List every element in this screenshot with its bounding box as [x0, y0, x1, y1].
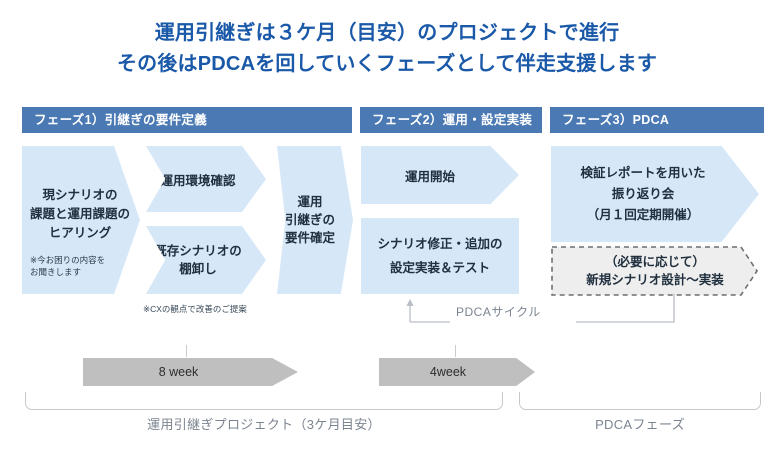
- phase3-box-new-scenario-label: （必要に応じて）新規シナリオ設計〜実装: [586, 255, 724, 287]
- phase2-box-scenario-fix-test: シナリオ修正・追加の設定実装＆テスト: [361, 218, 519, 294]
- phase1-box-env-check-label: 運用環境確認: [160, 173, 236, 188]
- page-title: 運用引継ぎは３ケ月（目安）のプロジェクトで進行 その後はPDCAを回していくフェ…: [0, 18, 774, 80]
- timeline-bar-8week-label: 8 week: [158, 365, 199, 379]
- phase-header-1: フェーズ1）引継ぎの要件定義: [22, 107, 352, 133]
- phase1-box-requirements-label: 運用引継ぎの要件確定: [284, 195, 335, 245]
- title-line-2: その後はPDCAを回していくフェーズとして伴走支援します: [116, 53, 658, 75]
- phase1-box-hearing: 現シナリオの課題と運用課題のヒアリング ※今お困りの内容をお聞きします: [22, 146, 140, 294]
- pdca-cycle-label: PDCAサイクル: [456, 305, 541, 319]
- phase2-box-operation-start-label: 運用開始: [404, 169, 455, 184]
- pdca-cycle-connector: [406, 294, 675, 323]
- phase1-cx-footnote: ※CXの観点で改善のご提案: [143, 304, 247, 314]
- phase-header-3: フェーズ3）PDCA: [550, 107, 764, 133]
- phase3-box-new-scenario: （必要に応じて）新規シナリオ設計〜実装: [551, 246, 759, 296]
- phase1-box-env-check: 運用環境確認: [146, 146, 266, 212]
- timeline-bar-4week: 4week: [379, 358, 535, 386]
- title-line-1: 運用引継ぎは３ケ月（目安）のプロジェクトで進行: [154, 22, 620, 44]
- phase1-box-scenario-inventory: 既存シナリオの棚卸し: [146, 226, 266, 294]
- timeline-tick-2: [455, 345, 456, 357]
- bracket-pdca-phase: [519, 392, 761, 410]
- phase1-box-scenario-inventory-label: 既存シナリオの棚卸し: [154, 244, 242, 276]
- timeline-bar-8week: 8 week: [83, 358, 298, 386]
- phase1-hearing-note: ※今お困りの内容をお聞きします: [30, 255, 106, 277]
- phase2-box-operation-start: 運用開始: [361, 146, 519, 204]
- timeline-bar-4week-label: 4week: [429, 365, 467, 379]
- bracket-handover-project-label: 運用引継ぎプロジェクト（3ケ月目安）: [147, 417, 381, 432]
- phase1-box-hearing-label: 現シナリオの課題と運用課題のヒアリング: [29, 187, 130, 240]
- phase3-box-review-meeting-label: 検証レポートを用いた振り返り会（月１回定期開催）: [580, 165, 706, 222]
- bracket-pdca-phase-label: PDCAフェーズ: [595, 417, 685, 432]
- phase1-box-requirements: 運用引継ぎの要件確定: [277, 146, 353, 294]
- phase-header-2: フェーズ2）運用・設定実装: [360, 107, 542, 133]
- bracket-handover-project: [25, 392, 503, 410]
- phase3-box-review-meeting: 検証レポートを用いた振り返り会（月１回定期開催）: [551, 146, 759, 242]
- timeline-tick-1: [186, 345, 187, 357]
- phase2-box-scenario-fix-test-label: シナリオ修正・追加の設定実装＆テスト: [377, 237, 503, 275]
